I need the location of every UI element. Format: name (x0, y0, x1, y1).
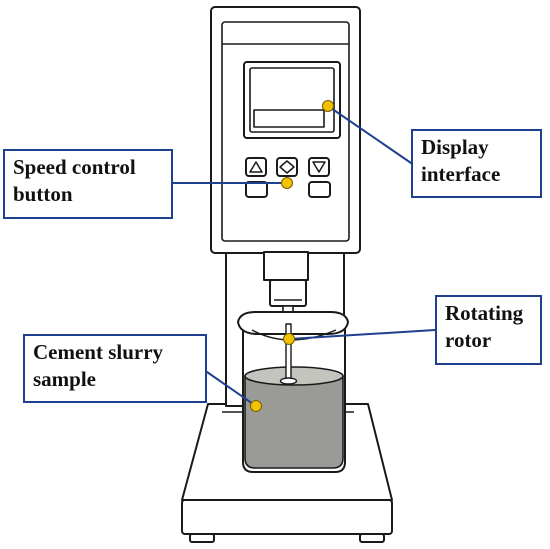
motor-coupling (269, 279, 307, 307)
marker-dot-rotor (283, 333, 295, 345)
diamond-icon (279, 160, 295, 174)
rotor-rod (285, 323, 292, 381)
leader-line-rotor (288, 329, 436, 340)
beaker-rim (237, 311, 349, 335)
base-foot-left (189, 533, 215, 543)
slurry-surface (244, 366, 344, 386)
marker-dot-speed (281, 177, 293, 189)
marker-dot-cement (250, 400, 262, 412)
up-button (245, 157, 267, 177)
marker-dot-display (322, 100, 334, 112)
down-arrow-icon (312, 161, 326, 173)
cement-slurry-sample-label: Cement slurry sample (23, 334, 207, 403)
instrument-base-plate (181, 499, 393, 535)
left-soft-button (245, 181, 268, 198)
display-interface-label: Display interface (411, 129, 542, 198)
leader-line-cement (206, 371, 257, 407)
right-soft-button (308, 181, 331, 198)
down-button (308, 157, 330, 177)
select-button (276, 157, 298, 177)
rotor-bob (279, 377, 298, 385)
motor-housing (263, 251, 309, 281)
up-arrow-icon (249, 161, 263, 173)
slurry-body (244, 375, 344, 469)
base-foot-right (359, 533, 385, 543)
rotating-rotor-label: Rotating rotor (435, 295, 542, 365)
speed-control-button-label: Speed control button (3, 149, 173, 219)
display-readout-bar (253, 109, 325, 128)
leader-line-display (327, 105, 412, 164)
